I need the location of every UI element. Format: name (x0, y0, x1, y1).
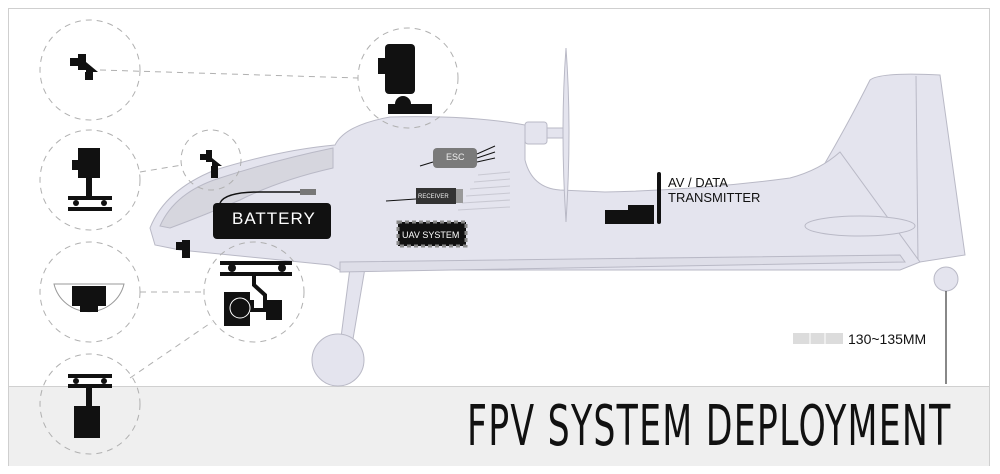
title-band (9, 386, 989, 466)
battery-pack (213, 203, 331, 239)
wing (339, 254, 906, 273)
main-landing-gear-strut (339, 267, 366, 346)
receiver-label: RECEIVER (418, 194, 449, 200)
rail-mounted-camera-icon (68, 148, 112, 211)
hanging-gimbal-camera-icon (68, 374, 112, 438)
uav-system-module (396, 220, 468, 248)
main-wheel (311, 333, 365, 387)
propeller (562, 47, 570, 223)
nose-pan-tilt-camera-icon (200, 150, 222, 178)
callout-circle-4 (39, 353, 141, 455)
esc-module (433, 148, 477, 168)
callout-circle-5 (203, 241, 305, 343)
nose-camera-icon (176, 240, 190, 258)
esc-label: ESC (446, 152, 465, 162)
mini-pan-tilt-camera-icon (70, 54, 98, 80)
top-mounted-pan-camera-icon (378, 44, 432, 114)
tail-wheel (933, 266, 959, 292)
diagram-title: FPV SYSTEM DEPLOYMENT (467, 394, 952, 459)
callout-circle-1 (39, 19, 141, 121)
dome-camera-icon (53, 283, 125, 313)
transmitter-label-line1: AV / DATA (668, 175, 728, 190)
callout-circle-2 (39, 129, 141, 231)
horizontal-stabilizer (804, 215, 916, 237)
measurement-label: 130~135MM (848, 331, 927, 347)
receiver-module (416, 188, 456, 204)
motor (524, 121, 548, 145)
transmitter-label-line2: TRANSMITTER (668, 190, 761, 205)
two-axis-gimbal-camera-icon (220, 261, 292, 326)
spinner (546, 127, 566, 139)
fuselage (149, 116, 921, 271)
battery-label: BATTERY (232, 209, 316, 228)
av-data-transmitter-icon (605, 172, 661, 224)
transmitter-label: AV / DATA TRANSMITTER (668, 175, 760, 205)
uav-system-label: UAV SYSTEM (402, 230, 460, 240)
callout-circle-7 (180, 129, 242, 191)
